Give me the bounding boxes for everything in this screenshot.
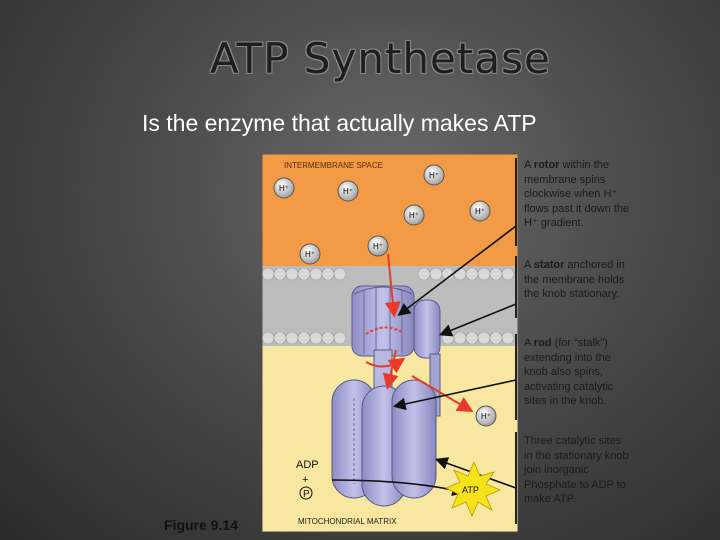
- proton-ion: H⁺: [299, 243, 321, 265]
- proton-ion: H⁺: [367, 235, 389, 257]
- figure-caption: Figure 9.14: [164, 517, 238, 533]
- svg-text:H⁺: H⁺: [409, 211, 419, 220]
- svg-text:H⁺: H⁺: [481, 412, 491, 421]
- proton-ion: H⁺: [337, 180, 359, 202]
- svg-text:H⁺: H⁺: [373, 242, 383, 251]
- svg-text:ATP: ATP: [462, 485, 479, 495]
- catalytic-knob: [331, 379, 437, 507]
- svg-text:H⁺: H⁺: [279, 184, 289, 193]
- proton-ion: H⁺: [423, 164, 445, 186]
- stator-annotation: A stator anchored in the membrane holds …: [524, 259, 625, 300]
- rotor: [351, 285, 415, 357]
- proton-ion: H⁺: [273, 177, 295, 199]
- slide-subtitle: Is the enzyme that actually makes ATP: [142, 110, 537, 136]
- proton-ion: H⁺: [403, 204, 425, 226]
- atp-synthase-diagram: INTERMEMBRANE SPACE MITOCHONDRIAL MATRIX…: [262, 154, 518, 532]
- intermembrane-space-label: INTERMEMBRANE SPACE: [284, 161, 383, 170]
- catalytic-sites-annotation: Three catalytic sites in the stationary …: [524, 435, 629, 505]
- svg-text:H⁺: H⁺: [305, 250, 315, 259]
- proton-ion: H⁺: [469, 200, 491, 222]
- svg-text:P: P: [303, 489, 310, 500]
- svg-text:H⁺: H⁺: [475, 207, 485, 216]
- rod-annotation: A rod (for “stalk”) extending into the k…: [524, 337, 614, 407]
- proton-ions: H⁺ H⁺ H⁺ H⁺ H⁺ H⁺ H⁺ H⁺: [273, 164, 497, 427]
- svg-text:H⁺: H⁺: [343, 187, 353, 196]
- slide-title: ATP Synthetase: [210, 34, 551, 83]
- rotor-annotation: A rotor within the membrane spins clockw…: [524, 159, 630, 229]
- atp-burst: ATP: [445, 460, 502, 518]
- matrix-label: MITOCHONDRIAL MATRIX: [298, 517, 397, 526]
- phosphate-symbol: P: [299, 486, 313, 500]
- proton-flow-arrows: [365, 253, 474, 413]
- stator: [413, 299, 441, 417]
- annotation-panel: A rotor within the membrane spins clockw…: [512, 154, 632, 532]
- adp-label: ADP: [296, 459, 319, 471]
- proton-ion: H⁺: [475, 405, 497, 427]
- svg-text:H⁺: H⁺: [429, 171, 439, 180]
- plus-label: +: [302, 474, 308, 486]
